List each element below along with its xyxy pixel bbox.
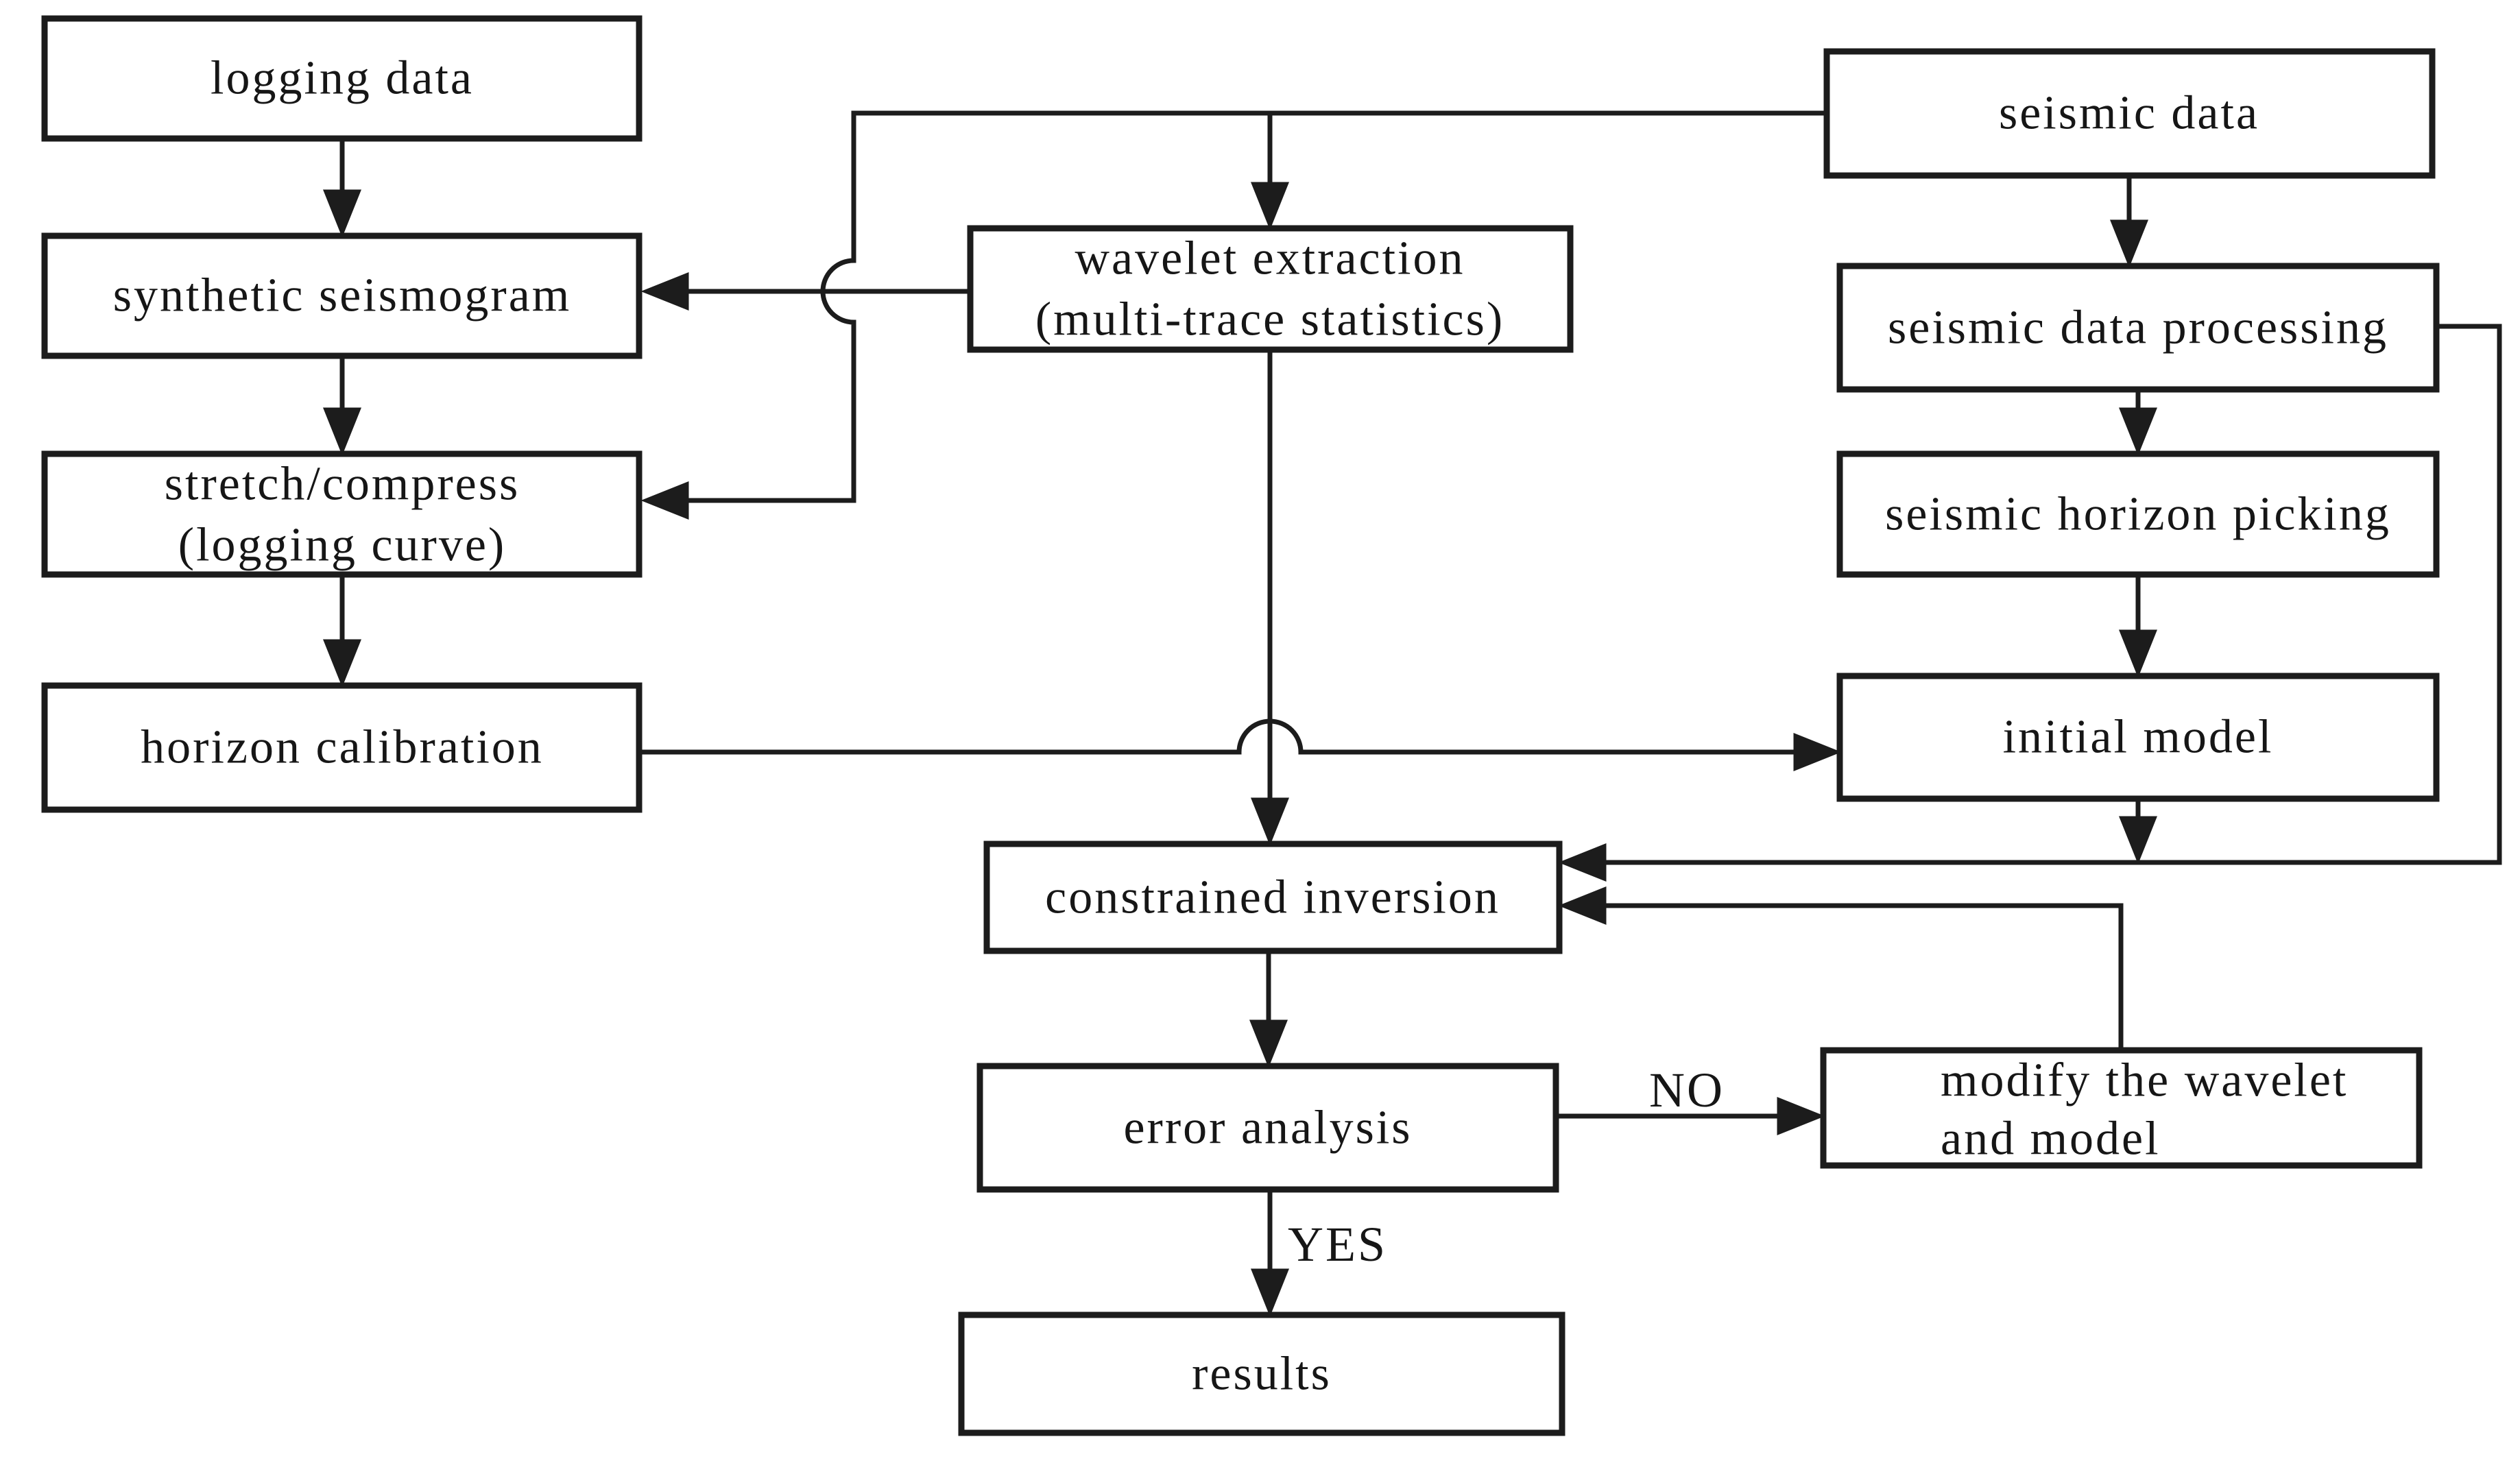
node-initial-model: initial model — [1836, 673, 2440, 802]
yes-branch-label: YES — [1288, 1217, 1387, 1272]
constrained-inversion-label: constrained inversion — [1045, 871, 1500, 924]
logging-data-label: logging data — [211, 52, 474, 105]
synthetic-seismogram-label: synthetic seismogram — [113, 269, 572, 322]
modify-wavelet-model-label-line1: modify the wavelet — [1941, 1054, 2348, 1107]
error-analysis-label: error analysis — [1123, 1102, 1412, 1154]
seismic-horizon-picking-label: seismic horizon picking — [1885, 488, 2391, 541]
node-seismic-horizon-picking: seismic horizon picking — [1836, 450, 2440, 578]
stretch-compress-box — [41, 450, 643, 578]
node-seismic-data: seismic data — [1823, 48, 2436, 179]
node-stretch-compress: stretch/compress (logging curve) — [41, 450, 643, 578]
seismic-data-label: seismic data — [1999, 87, 2259, 140]
error-analysis-box — [976, 1063, 1559, 1193]
node-constrained-inversion: constrained inversion — [983, 841, 1563, 954]
node-error-analysis: error analysis — [976, 1063, 1559, 1193]
modify-wavelet-model-box — [1820, 1047, 2423, 1169]
stretch-compress-label-line1: stretch/compress — [165, 458, 520, 511]
results-label: results — [1192, 1348, 1332, 1401]
node-seismic-data-processing: seismic data processing — [1836, 263, 2440, 393]
initial-model-label: initial model — [2003, 711, 2274, 764]
synthetic-seismogram-box — [41, 232, 643, 359]
seismic-horizon-picking-box — [1836, 450, 2440, 578]
no-branch-label: NO — [1649, 1063, 1725, 1117]
modify-wavelet-model-label-line2: and model — [1941, 1113, 2161, 1165]
node-wavelet-extraction: wavelet extraction (multi-trace statisti… — [967, 225, 1574, 353]
edge-seismic-data-processing-to-constrained-inversion — [1558, 324, 2502, 882]
node-horizon-calibration: horizon calibration — [41, 682, 643, 813]
edge-horizon-calibration-to-initial-model-with-jump — [639, 718, 1842, 771]
seismic-data-processing-label: seismic data processing — [1888, 302, 2388, 354]
seismic-data-processing-box — [1836, 263, 2440, 393]
initial-model-box — [1836, 673, 2440, 802]
seismic-data-box — [1823, 48, 2436, 179]
stretch-compress-label-line2: (logging curve) — [178, 519, 506, 572]
wavelet-extraction-box — [967, 225, 1574, 353]
constrained-inversion-box — [983, 841, 1563, 954]
edge-modify-wavelet-model-to-constrained-inversion — [1558, 886, 2124, 1050]
wavelet-extraction-label-line2: (multi-trace statistics) — [1035, 293, 1504, 346]
node-synthetic-seismogram: synthetic seismogram — [41, 232, 643, 359]
wavelet-extraction-label-line1: wavelet extraction — [1075, 232, 1465, 285]
node-results: results — [958, 1311, 1565, 1436]
node-logging-data: logging data — [41, 15, 643, 142]
horizon-calibration-label: horizon calibration — [141, 721, 544, 774]
horizon-calibration-box — [41, 682, 643, 813]
node-modify-wavelet-model: modify the wavelet and model — [1820, 1047, 2423, 1169]
results-box — [958, 1311, 1565, 1436]
logging-data-box — [41, 15, 643, 142]
